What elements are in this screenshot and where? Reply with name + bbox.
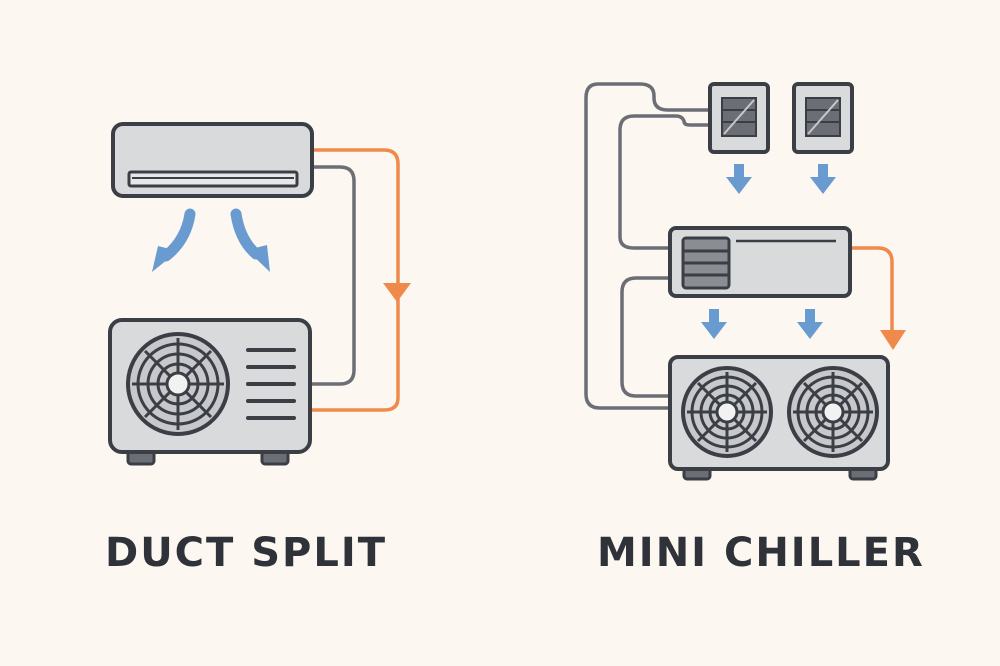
flow-direction-arrow: [383, 283, 411, 302]
fan-coil-unit-icon: [708, 82, 770, 154]
airflow-arrow-icon: [810, 164, 836, 194]
indoor-unit-icon: [111, 122, 314, 198]
flow-direction-arrow: [880, 330, 906, 350]
airflow-arrow-icon: [797, 309, 823, 339]
fan-icon: [126, 332, 230, 436]
dual-fan-chiller-icon: [668, 355, 890, 481]
refrigerant-pipe-gray: [312, 165, 356, 386]
airflow-arrow-icon: [152, 208, 196, 272]
refrigerant-pipe-orange: [312, 148, 400, 412]
duct-split-diagram: [108, 122, 411, 466]
fan-coil-unit-icon: [792, 82, 854, 154]
duct-split-title: DUCT SPLIT: [105, 530, 388, 576]
water-pipe-middle: [618, 114, 710, 250]
mini-chiller-title: MINI CHILLER: [597, 530, 925, 576]
mini-chiller-diagram: [584, 82, 906, 481]
fan-icon: [787, 366, 879, 458]
air-handler-icon: [668, 226, 852, 298]
refrigerant-pipe-orange: [850, 246, 894, 330]
airflow-arrow-icon: [701, 309, 727, 339]
water-pipe-outer: [584, 82, 710, 410]
outdoor-unit-icon: [108, 318, 312, 466]
airflow-arrow-icon: [230, 208, 270, 272]
water-pipe-inner: [620, 276, 670, 398]
airflow-arrow-icon: [726, 164, 752, 194]
fan-icon: [681, 366, 773, 458]
